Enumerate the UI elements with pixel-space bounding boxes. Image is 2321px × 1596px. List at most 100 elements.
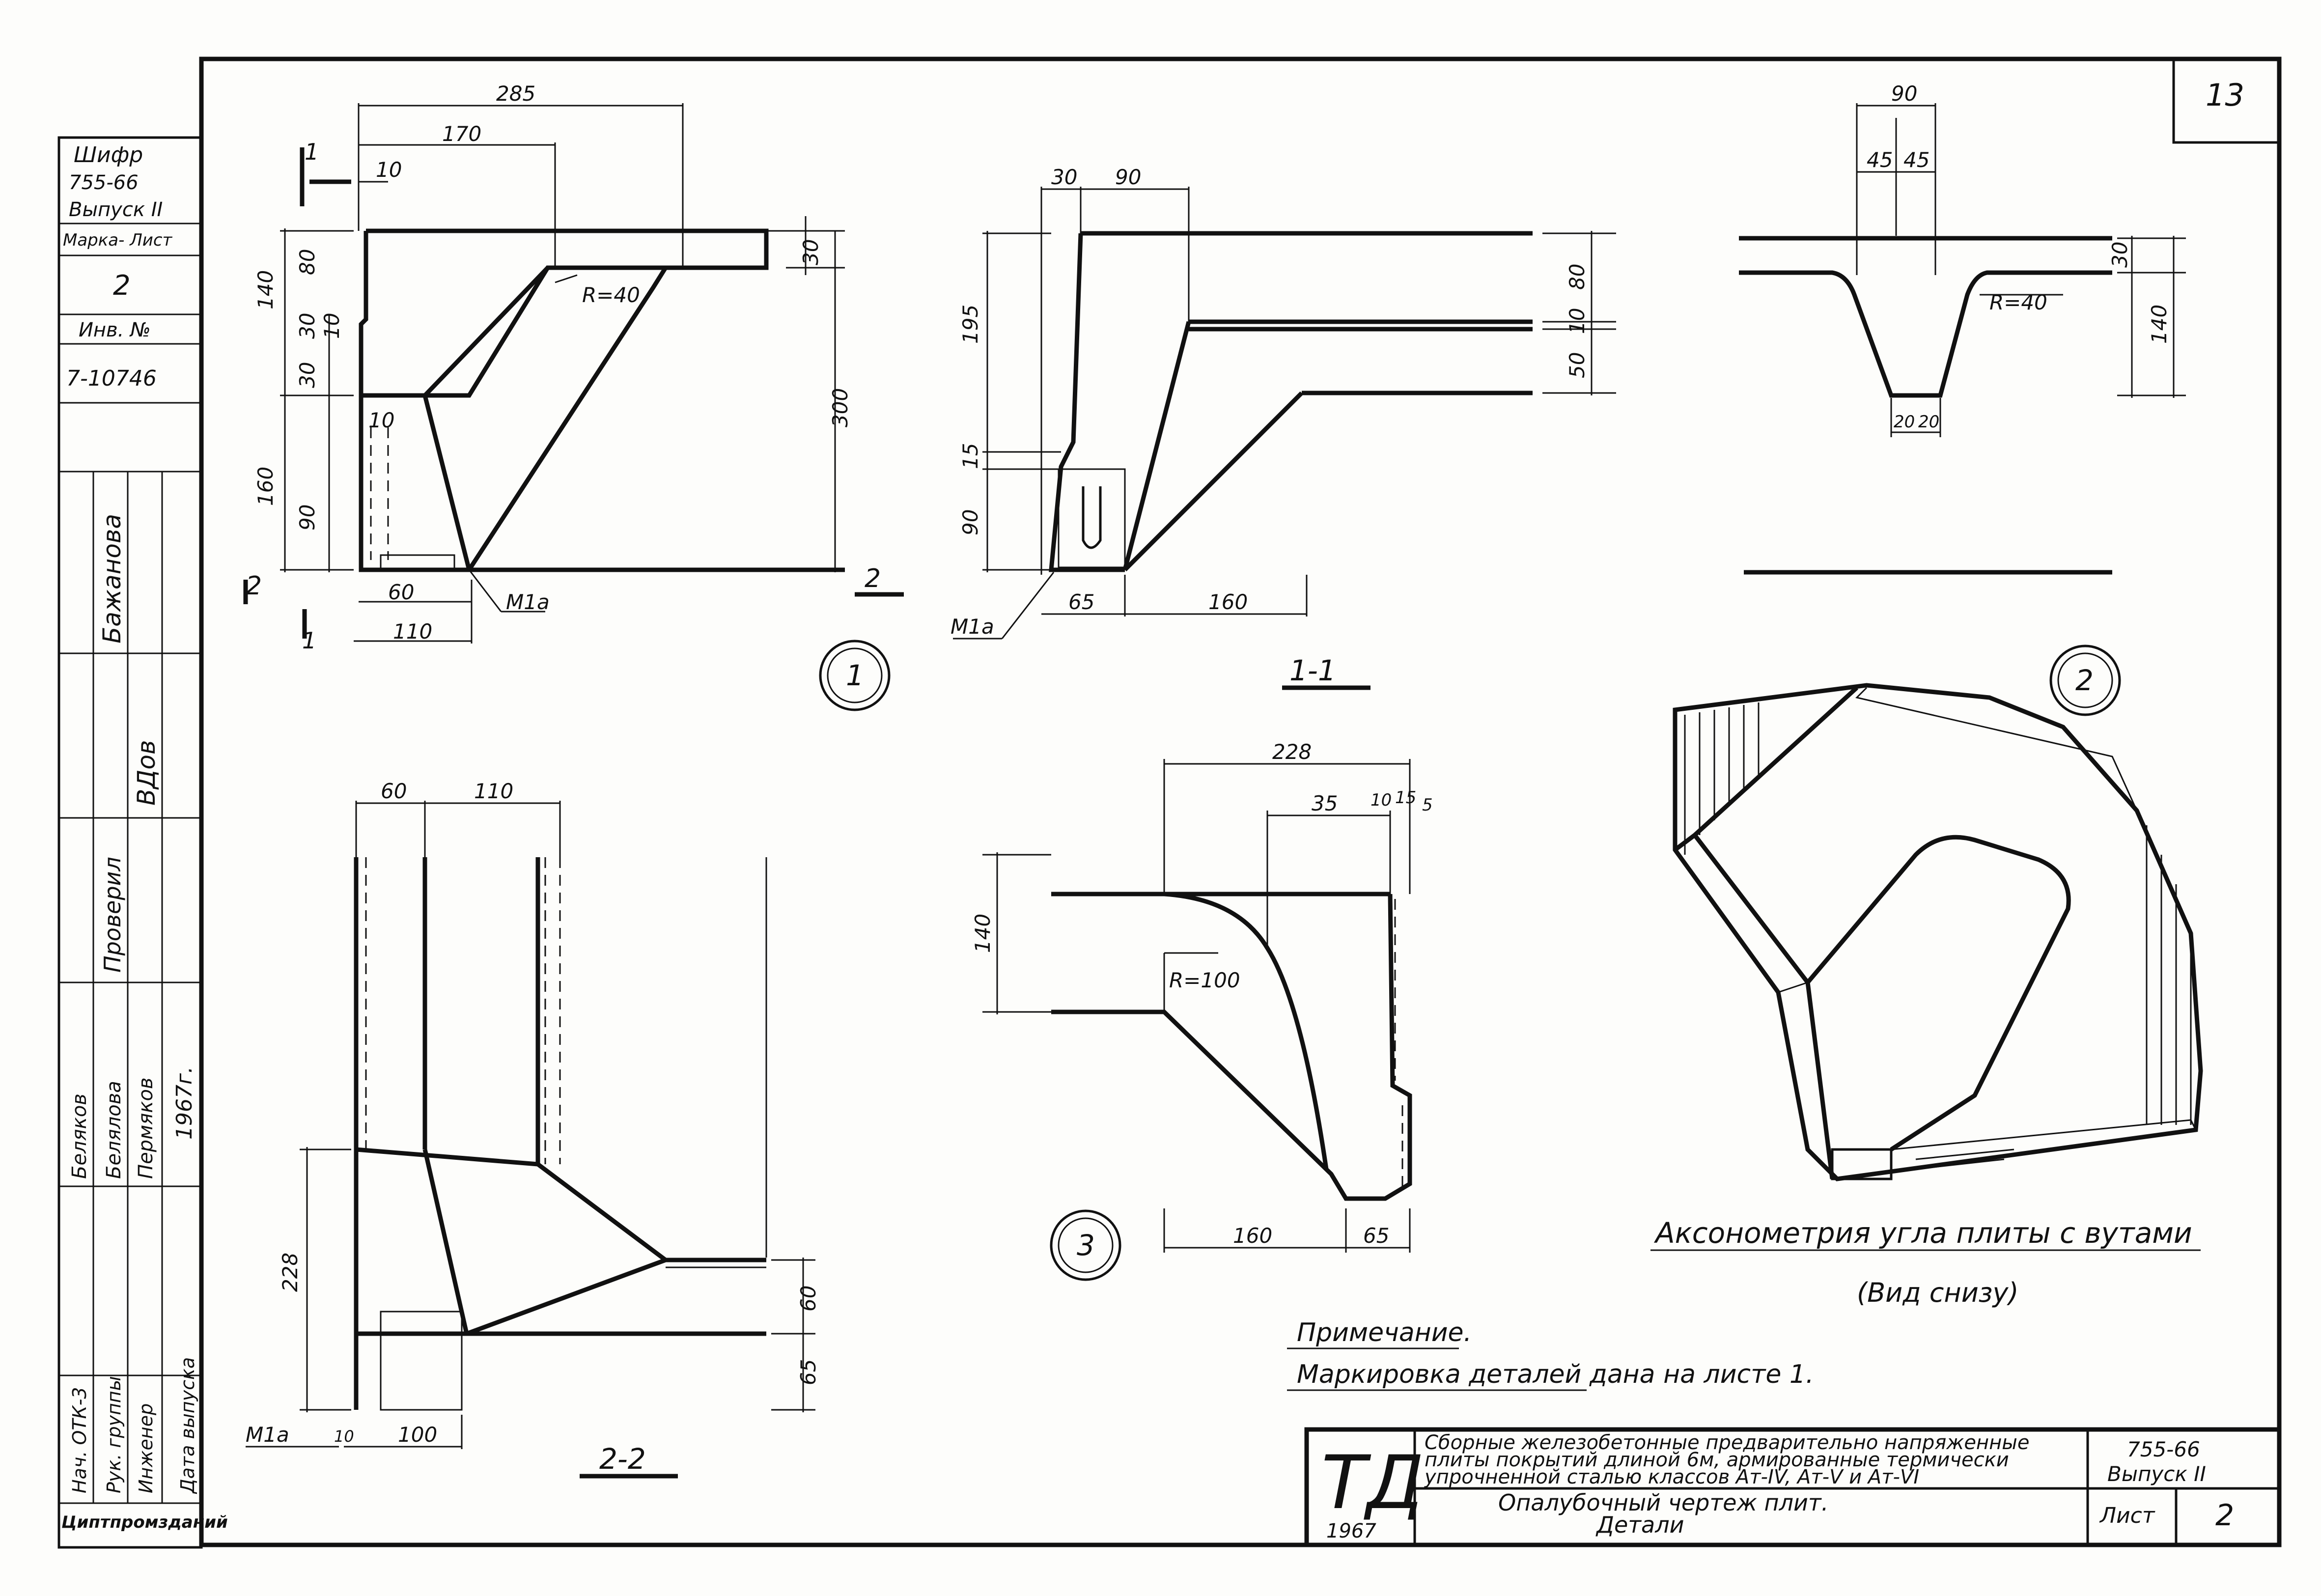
- d3-dim-65: 65: [1363, 1224, 1389, 1248]
- axonometry-subcaption: (Вид снизу): [1857, 1277, 2019, 1308]
- d2-callout-inner: [2057, 652, 2113, 708]
- d2-dim-90: 90: [1891, 82, 1917, 106]
- d2-dim-20b: 20: [1918, 412, 1939, 432]
- sheet-number: 13: [2206, 77, 2244, 113]
- d1-dim-110: 110: [393, 619, 432, 644]
- d1-dim-170: 170: [442, 122, 481, 146]
- s22-dim-65: 65: [796, 1359, 820, 1385]
- stamp-signature: ВДов: [132, 740, 161, 806]
- s11-dim-10: 10: [1565, 308, 1589, 334]
- title-sheet-value: 2: [2215, 1498, 2234, 1533]
- d1-dim-60: 60: [388, 580, 414, 604]
- s11-dim-15: 15: [958, 443, 982, 469]
- d1-dim-10c: 10: [368, 408, 394, 432]
- note-block: Примечание. Маркировка деталей дана на л…: [1287, 1318, 1814, 1391]
- stamp-inv-value: 7-10746: [66, 366, 157, 391]
- axonometry-view: Аксонометрия угла плиты с вутами (Вид сн…: [1650, 683, 2203, 1308]
- s22-dim-60b: 60: [796, 1286, 820, 1312]
- d3-callout-inner: [1058, 1217, 1114, 1273]
- detail-3: 228 35 10 15 5 140 160 65 R=100 3: [971, 740, 1433, 1281]
- s11-dim-195: 195: [958, 305, 982, 344]
- d1-dim-300: 300: [828, 388, 852, 427]
- title-year: 1967: [1326, 1520, 1376, 1542]
- section-2-2: 60 110 228 60 65 10 100 М1а 2-2: [246, 779, 820, 1479]
- title-block: ТД 1967 Сборные железобетонные предварит…: [1304, 1427, 2282, 1547]
- stamp-mark-sheet-label: Марка- Лист: [63, 230, 173, 250]
- stamp-mark-sheet-value: 2: [113, 270, 131, 302]
- stamp-name-belyakov: Беляков: [68, 1093, 91, 1179]
- s11-dim-50: 50: [1565, 352, 1589, 378]
- d3-dim-10: 10: [1370, 790, 1392, 810]
- sheet-number-box: 13: [2172, 57, 2281, 144]
- stamp-cipher-value: 755-66: [69, 171, 139, 194]
- d1-dim-285: 285: [496, 82, 535, 106]
- d2-dim-20a: 20: [1894, 412, 1915, 432]
- s11-dim-160: 160: [1208, 590, 1248, 614]
- d1-dim-140: 140: [253, 270, 278, 309]
- title-sheet-label: Лист: [2099, 1503, 2155, 1528]
- s22-dim-100: 100: [398, 1423, 437, 1447]
- d2-callout-number: 2: [2075, 664, 2094, 697]
- section-1-1: 30 90 195 15 90 65 160 80 10 50 М1а 1-1: [951, 165, 1616, 690]
- title-desc-line2: плиты покрытий длиной 6м, армированные т…: [1425, 1449, 2009, 1471]
- axonometry-caption: Аксонометрия угла плиты с вутами: [1653, 1216, 2192, 1250]
- detail-2: 90 45 45 30 140 20 20 R=40 2: [1739, 82, 2186, 716]
- stamp-issue: Выпуск II: [69, 198, 163, 221]
- d1-dim-30c: 30: [799, 239, 823, 265]
- d1-dim-10a: 10: [376, 158, 402, 182]
- s22-mark-label: М1а: [246, 1423, 289, 1447]
- d3-dim-160: 160: [1233, 1224, 1272, 1248]
- s11-title: 1-1: [1289, 654, 1336, 687]
- d2-dim-45b: 45: [1903, 148, 1930, 172]
- stamp-inv-label: Инв. №: [79, 319, 151, 341]
- d1-callout-number: 1: [846, 659, 864, 692]
- stamp-role-group-lead: Рук. группы: [103, 1376, 125, 1493]
- d1-cut-2-left: 2: [246, 571, 262, 601]
- d2-dim-140: 140: [2147, 305, 2171, 344]
- s11-mark-label: М1а: [951, 615, 994, 639]
- s22-title: 2-2: [599, 1442, 646, 1476]
- s11-dim-30: 30: [1051, 165, 1077, 189]
- title-sheet-line2: Детали: [1595, 1512, 1684, 1538]
- stamp-role-date: Дата выпуска: [177, 1357, 198, 1494]
- d1-mark-label: М1а: [506, 590, 550, 614]
- d3-dim-5: 5: [1422, 795, 1433, 815]
- d1-dim-30a: 30: [295, 313, 319, 339]
- s22-dim-10: 10: [334, 1427, 354, 1446]
- stamp-date-mark: 1967г.: [172, 1066, 197, 1140]
- d3-dim-35: 35: [1312, 791, 1338, 815]
- s11-dim-90a: 90: [1115, 165, 1141, 189]
- stamp-org: Циптпромзданий: [61, 1512, 228, 1532]
- title-desc-line1: Сборные железобетонные предварительно на…: [1425, 1431, 2029, 1454]
- note-text: Маркировка деталей дана на листе 1.: [1297, 1360, 1814, 1389]
- s22-dim-228: 228: [278, 1253, 302, 1292]
- title-issue: Выпуск II: [2107, 1462, 2206, 1486]
- stamp-role-checked: Проверил: [99, 857, 126, 973]
- stamp-name-belyalova: Белялова: [103, 1081, 125, 1179]
- s22-dim-60: 60: [381, 779, 407, 803]
- d2-dim-45a: 45: [1867, 148, 1893, 172]
- d3-callout-number: 3: [1077, 1229, 1095, 1262]
- s11-dim-65: 65: [1068, 590, 1094, 614]
- d2-radius-label: R=40: [1989, 290, 2047, 314]
- d1-dim-30b: 30: [295, 362, 319, 388]
- d3-dim-140: 140: [971, 914, 995, 953]
- stamp-role-otk: Нач. ОТК-3: [69, 1387, 90, 1493]
- left-stamp: Шифр 755-66 Выпуск II Марка- Лист 2 Инв.…: [57, 136, 228, 1549]
- d3-radius-label: R=100: [1169, 968, 1240, 992]
- d1-cut-1-top: 1: [305, 139, 319, 165]
- d1-cut-1-bottom: 1: [302, 627, 316, 654]
- d1-callout-inner: [827, 647, 883, 703]
- stamp-name-permyakov: Пермяков: [135, 1077, 157, 1179]
- d3-dim-15: 15: [1395, 788, 1416, 808]
- d1-callout-outer: [819, 640, 891, 711]
- title-sheet-line1: Опалубочный чертеж плит.: [1498, 1489, 1828, 1516]
- d1-dim-80: 80: [295, 249, 319, 275]
- detail-1: 285 170 10 140 80 30 10 30 10 160 90 60 …: [243, 82, 904, 711]
- title-code: 755-66: [2127, 1437, 2200, 1461]
- s11-dim-80: 80: [1565, 264, 1589, 290]
- d1-dim-90: 90: [295, 504, 319, 531]
- d3-callout-outer: [1050, 1209, 1121, 1281]
- s11-dim-90b: 90: [958, 509, 982, 535]
